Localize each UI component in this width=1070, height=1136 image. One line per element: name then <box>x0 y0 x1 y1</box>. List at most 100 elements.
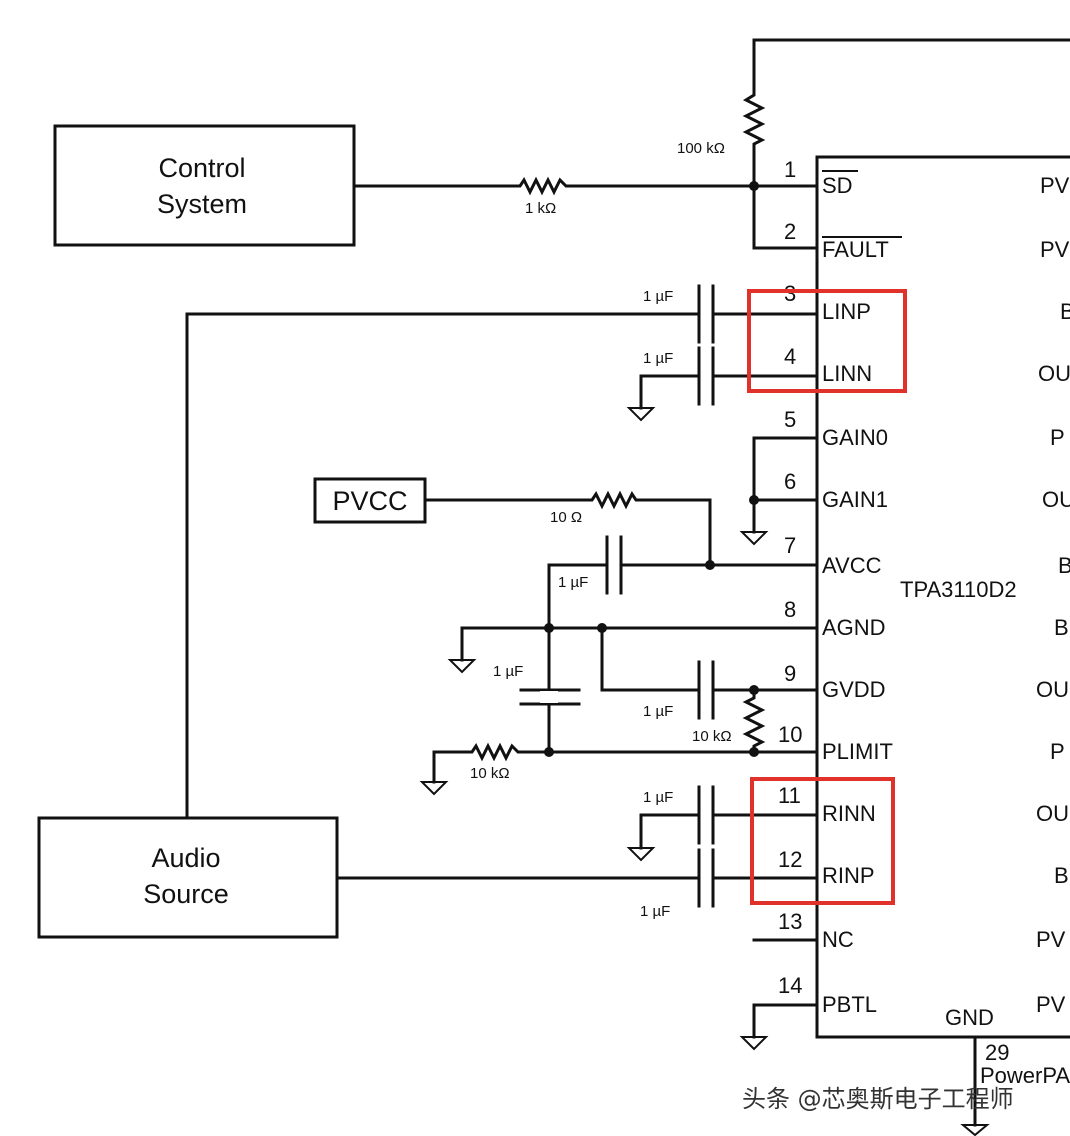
capacitor-value: 1 µF <box>643 703 673 720</box>
ground-symbol <box>447 659 477 674</box>
pin-number: 1 <box>784 157 796 182</box>
gvdd-cap-wire <box>600 626 701 692</box>
capacitor-avcc <box>605 535 623 595</box>
pin-label: NC <box>822 927 854 952</box>
junction-dot <box>544 623 554 633</box>
pin-number: 7 <box>784 533 796 558</box>
highlight-box-left-input <box>747 289 907 393</box>
audio-source-block <box>37 816 339 939</box>
pvcc-block <box>313 477 427 524</box>
pin-number: 3 <box>784 281 796 306</box>
pin-number: 4 <box>784 344 796 369</box>
junction-dot <box>544 747 554 757</box>
ground-symbol <box>626 407 656 422</box>
resistor-plimit-ground <box>432 742 819 784</box>
pin-label: FAULT <box>822 237 889 262</box>
powerpad-number: 29 <box>985 1040 1009 1065</box>
capacitor-value: 1 µF <box>493 663 523 680</box>
pin-label: B <box>1058 553 1070 578</box>
pin-label: PV <box>1040 173 1070 198</box>
watermark: 头条 @芯奥斯电子工程师 <box>742 1085 1014 1113</box>
pin-number: 13 <box>778 909 802 934</box>
pin-label: AGND <box>822 615 886 640</box>
ground-symbol <box>960 1124 990 1136</box>
pin-label: LINN <box>822 361 872 386</box>
pin-number: 12 <box>778 847 802 872</box>
agnd-wire <box>460 626 819 662</box>
pin-label: PV <box>1040 237 1070 262</box>
capacitor-linn <box>697 346 715 406</box>
pin-label: PLIMIT <box>822 739 893 764</box>
pin-number: 10 <box>778 722 802 747</box>
pin-number: 14 <box>778 973 802 998</box>
junction-dot <box>705 560 715 570</box>
resistor-value: 10 kΩ <box>692 728 732 745</box>
avcc-cap-wire <box>547 563 609 754</box>
pin-label: P <box>1050 739 1065 764</box>
right-pin-labels: PV PV B OU P OU B B OU P OU B PV PV <box>1036 173 1070 1017</box>
junction-dot <box>749 747 759 757</box>
pin-label: PV <box>1036 992 1066 1017</box>
pin-label: GAIN1 <box>822 487 888 512</box>
pin-number: 11 <box>778 783 801 808</box>
pin-numbers: 1 2 3 4 5 6 7 8 9 10 11 12 13 14 <box>778 157 802 998</box>
ground-symbol <box>739 531 769 546</box>
resistor-value: 10 Ω <box>550 509 582 526</box>
pin-label: B <box>1060 299 1070 324</box>
pin-label: AVCC <box>822 553 882 578</box>
ic-body <box>815 155 1070 1039</box>
pvcc-label: PVCC <box>332 486 407 516</box>
resistor-value: 1 kΩ <box>525 200 556 217</box>
pin-label: OU <box>1036 677 1069 702</box>
resistor-value: 10 kΩ <box>470 765 510 782</box>
audio-source-label: Audio <box>151 843 220 873</box>
pin-number: 2 <box>784 219 796 244</box>
capacitor-gvdd <box>697 660 715 720</box>
pin-number: 6 <box>784 469 796 494</box>
capacitor-linp <box>697 284 715 344</box>
resistor-avcc <box>423 490 712 567</box>
pin-number: 5 <box>784 407 796 432</box>
pin-label: OU <box>1038 361 1070 386</box>
capacitor-rinp <box>697 848 715 908</box>
capacitor-value: 1 µF <box>643 350 673 367</box>
capacitor-value: 1 µF <box>643 789 673 806</box>
capacitor-value: 1 µF <box>643 288 673 305</box>
control-system-block <box>53 124 356 247</box>
audio-source-label: Source <box>143 879 229 909</box>
pbtl-wire <box>752 1003 819 1039</box>
pin-label: B <box>1054 863 1069 888</box>
left-pin-labels: SD FAULT LINP LINN GAIN0 GAIN1 AVCC AGND… <box>822 170 902 1017</box>
pin-label: P <box>1050 425 1065 450</box>
highlight-box-right-input <box>750 777 895 905</box>
ic-gnd-label: GND <box>945 1005 994 1030</box>
pin-label: OU <box>1042 487 1070 512</box>
capacitor-rinn <box>697 785 715 845</box>
capacitor-value: 1 µF <box>558 574 588 591</box>
pin-label: LINP <box>822 299 871 324</box>
control-system-label: System <box>157 189 247 219</box>
pin-label: RINN <box>822 801 876 826</box>
resistor-pullup <box>742 38 766 188</box>
capacitor-agnd <box>519 688 581 706</box>
fault-wire <box>752 184 819 250</box>
ground-symbol <box>626 847 656 862</box>
resistor-plimit-divider <box>742 688 766 754</box>
pin-label: OU <box>1036 801 1069 826</box>
capacitor-gap <box>540 691 558 703</box>
ground-symbol <box>739 1036 769 1051</box>
control-system-label: Control <box>158 153 245 183</box>
pin-label: PBTL <box>822 992 877 1017</box>
pin-label: PV <box>1036 927 1066 952</box>
pin-number: 9 <box>784 661 796 686</box>
pin-label: RINP <box>822 863 875 888</box>
pin-label: B <box>1054 615 1069 640</box>
pin-label: SD <box>822 173 853 198</box>
linn-ground-wire <box>639 374 701 410</box>
pin-label: GVDD <box>822 677 886 702</box>
powerpad-label: PowerPA <box>980 1063 1070 1088</box>
pin-label: GAIN0 <box>822 425 888 450</box>
ground-symbol <box>419 781 449 796</box>
linp-input-wire <box>185 312 701 820</box>
